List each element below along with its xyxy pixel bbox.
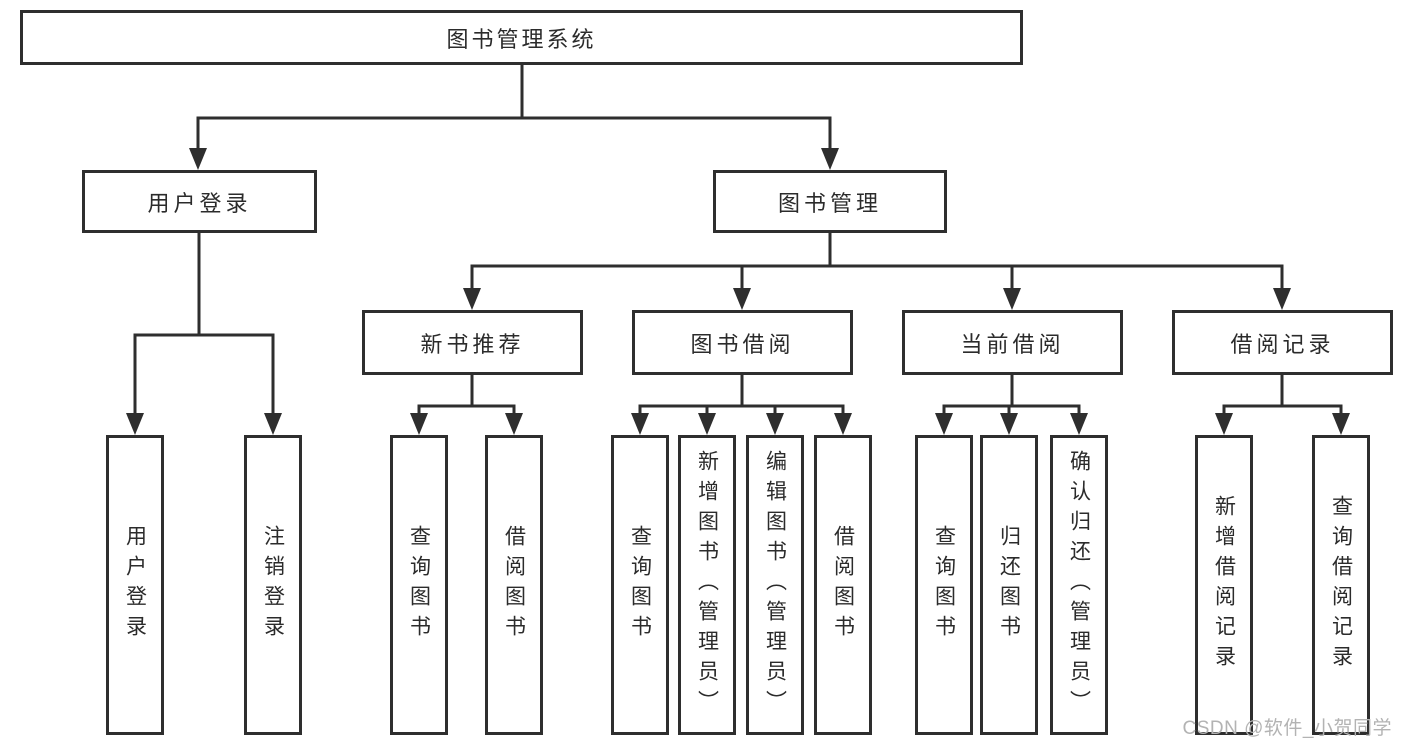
- node-label: 查询图书: [932, 525, 956, 645]
- node-label: 归还图书: [997, 525, 1021, 645]
- node-label: 图书借阅: [690, 331, 795, 357]
- node-label: 图书管理系统: [446, 26, 597, 52]
- leaf-add-borrow-record: 新增借阅记录: [1195, 435, 1253, 735]
- node-label: 查询图书: [407, 525, 431, 645]
- leaf-logout: 注销登录: [244, 435, 302, 735]
- node-label: 新增图书（管理员）: [695, 450, 719, 720]
- node-new-book-recommendation: 新书推荐: [362, 310, 583, 375]
- node-book-management-branch: 图书管理: [713, 170, 947, 233]
- node-label: 新增借阅记录: [1212, 495, 1236, 675]
- node-label: 查询借阅记录: [1329, 495, 1353, 675]
- leaf-borrow-books-recommend: 借阅图书: [485, 435, 543, 735]
- node-user-login-branch: 用户登录: [82, 170, 317, 233]
- node-borrowing-records: 借阅记录: [1172, 310, 1393, 375]
- leaf-query-books-current: 查询图书: [915, 435, 973, 735]
- node-current-borrowing: 当前借阅: [902, 310, 1123, 375]
- node-label: 借阅图书: [831, 525, 855, 645]
- csdn-watermark: CSDN @软件_小贺同学: [1182, 718, 1392, 739]
- node-label: 借阅图书: [502, 525, 526, 645]
- leaf-borrow-books: 借阅图书: [814, 435, 872, 735]
- node-label: 查询图书: [628, 525, 652, 645]
- node-label: 图书管理: [777, 190, 882, 216]
- node-label: 用户登录: [147, 190, 252, 216]
- node-label: 用户登录: [123, 525, 147, 645]
- leaf-query-borrow-record: 查询借阅记录: [1312, 435, 1370, 735]
- node-label: 注销登录: [261, 525, 285, 645]
- leaf-user-login: 用户登录: [106, 435, 164, 735]
- node-label: 借阅记录: [1230, 331, 1335, 357]
- leaf-confirm-return-admin: 确认归还（管理员）: [1050, 435, 1108, 735]
- leaf-edit-book-admin: 编辑图书（管理员）: [746, 435, 804, 735]
- node-label: 确认归还（管理员）: [1067, 450, 1091, 720]
- node-label: 新书推荐: [420, 331, 525, 357]
- node-library-management-system: 图书管理系统: [20, 10, 1023, 65]
- node-label: 当前借阅: [960, 331, 1065, 357]
- leaf-query-books-borrowing: 查询图书: [611, 435, 669, 735]
- leaf-add-book-admin: 新增图书（管理员）: [678, 435, 736, 735]
- node-label: 编辑图书（管理员）: [763, 450, 787, 720]
- leaf-return-books: 归还图书: [980, 435, 1038, 735]
- node-book-borrowing: 图书借阅: [632, 310, 853, 375]
- leaf-query-books-recommend: 查询图书: [390, 435, 448, 735]
